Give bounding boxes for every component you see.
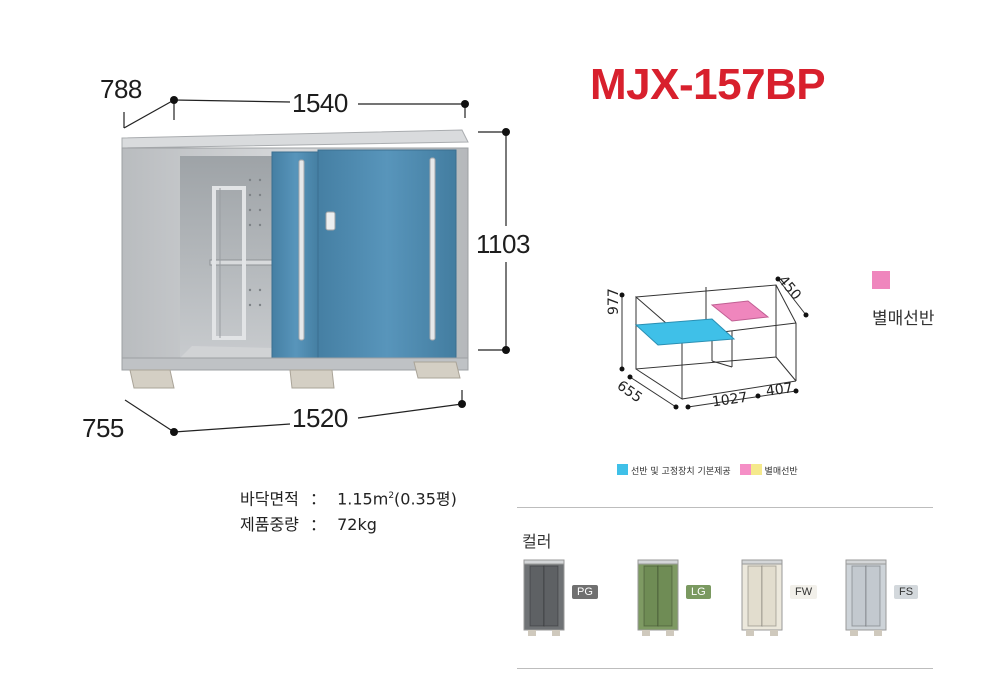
- bottom-width-dim: 1520: [292, 403, 348, 433]
- dim-dot: [170, 428, 178, 436]
- standard-shelf-label: 선반 및 고정장치 기본제공: [631, 467, 731, 477]
- model-title: MJX-157BP: [590, 60, 826, 109]
- height-dim: 1103: [476, 229, 530, 259]
- shelf-legend: 선반 및 고정장치 기본제공 별매선반: [617, 464, 798, 477]
- spec-value: 72kg: [337, 515, 377, 535]
- spec-label: 바닥면적: [240, 489, 299, 509]
- spec-extra: (0.35평): [394, 489, 457, 509]
- color-label-fs: FS: [894, 585, 919, 599]
- specs: 바닥면적 ： 1.15m2(0.35평) 제품중량 ： 72kg: [240, 483, 457, 538]
- color-swatch-lg[interactable]: [636, 558, 681, 638]
- optional-shelf-legend-label: 별매선반: [764, 467, 798, 477]
- color-label-pg: PG: [572, 585, 598, 599]
- colors-title: 컬러: [522, 532, 552, 551]
- color-swatch-fw[interactable]: [740, 558, 785, 638]
- color-swatch-fs[interactable]: [844, 558, 889, 638]
- bottom-depth-dim: 755: [82, 413, 124, 443]
- color-label-lg: LG: [686, 585, 711, 599]
- spec-floor-area: 바닥면적 ： 1.15m2(0.35평): [240, 483, 457, 512]
- spec-sep: ：: [309, 489, 326, 509]
- interior-height-dim: 977: [606, 288, 622, 315]
- spec-label: 제품중량: [240, 515, 299, 535]
- interior-diagram: [619, 276, 809, 410]
- top-width-dim: 1540: [292, 88, 348, 118]
- spec-value: 1.15m: [337, 489, 389, 509]
- shed-dimension-lines: [123, 99, 507, 433]
- optional-swatch-pink: [739, 464, 751, 475]
- top-depth-dim: 788: [100, 74, 142, 104]
- optional-shelf-label: 별매선반: [872, 309, 935, 329]
- dim-dot: [461, 100, 469, 108]
- dim-dot: [502, 128, 510, 136]
- color-swatch-pg[interactable]: [522, 558, 567, 638]
- shed-illustration: [121, 129, 469, 389]
- spec-sep: ：: [309, 515, 326, 535]
- section-divider-top: [517, 507, 933, 508]
- spec-sup: 2: [388, 491, 395, 501]
- dim-dot: [502, 346, 510, 354]
- optional-shelf-swatch: [872, 271, 890, 289]
- spec-weight: 제품중량 ： 72kg: [240, 512, 457, 538]
- color-label-fw: FW: [790, 585, 818, 599]
- optional-swatch-yellow: [750, 464, 762, 475]
- dim-dot: [170, 96, 178, 104]
- standard-swatch: [617, 464, 628, 475]
- section-divider-bottom: [517, 668, 933, 669]
- dim-dot: [458, 400, 466, 408]
